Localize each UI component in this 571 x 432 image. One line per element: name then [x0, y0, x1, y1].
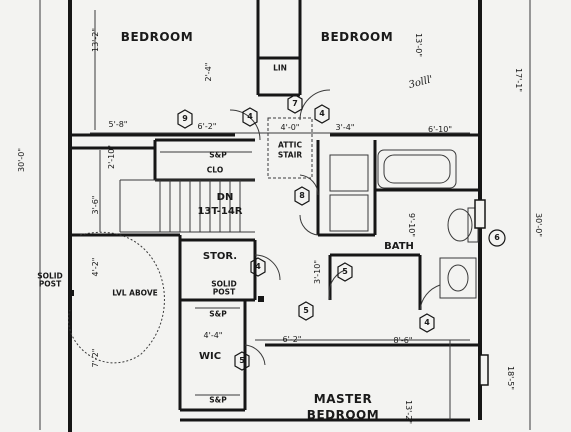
tag-6: 6	[494, 233, 500, 242]
dim-4-2: 4'-2"	[91, 257, 100, 277]
room-label-wic: WIC	[198, 351, 222, 362]
dim-6-10: 6'-10"	[427, 125, 453, 134]
room-label-stor: STOR.	[202, 251, 238, 262]
tag-5-b: 5	[303, 306, 309, 315]
dim-3-4: 3'-4"	[335, 123, 355, 132]
dim-30-0-left: 30'-0"	[17, 147, 26, 173]
tag-5-c: 5	[239, 356, 245, 365]
dim-13-2: 13'-2"	[91, 27, 100, 53]
tag-4-b: 4	[319, 109, 325, 118]
dim-3-10: 3'-10"	[313, 259, 322, 285]
dim-18-5: 18'-5"	[506, 365, 515, 391]
tag-5-d: 4	[424, 318, 430, 327]
shelf-label-wic-top: S&P	[209, 309, 227, 319]
tag-8: 8	[299, 191, 305, 200]
dim-30-0-right: 30'-0"	[534, 212, 543, 238]
dim-13-0: 13'-0"	[414, 32, 423, 58]
room-label-master-line1: MASTER	[313, 392, 373, 406]
room-label-clo: CLO	[206, 165, 224, 175]
window-marks	[474, 199, 489, 386]
room-label-master-line2: BEDROOM	[306, 408, 380, 422]
tag-4-a: 4	[247, 112, 253, 121]
room-label-lin: LIN	[273, 63, 287, 73]
dim-5-8: 5'-8"	[108, 120, 128, 129]
posts	[68, 290, 264, 302]
tag-5-a: 5	[342, 267, 348, 276]
tag-9: 9	[182, 114, 188, 123]
room-label-bedroom-right: BEDROOM	[320, 30, 394, 44]
dim-2-10: 2'-10"	[107, 144, 116, 170]
lvl-above-label: LVL ABOVE	[112, 288, 158, 298]
stair-dn-label: DN	[216, 192, 234, 203]
dim-3-6: 3'-6"	[91, 195, 100, 215]
dim-9-10: 9'-10"	[407, 212, 416, 238]
stair-riser-label: 13T-14R	[197, 206, 243, 217]
tag-4-c: 4	[255, 262, 261, 271]
interior-walls	[70, 0, 480, 412]
outer-walls	[68, 0, 482, 432]
dim-4-4: 4'-4"	[203, 331, 223, 340]
solid-post-label-left: SOLID POST	[37, 271, 63, 288]
dim-6-2-top: 6'-2"	[197, 122, 217, 131]
dim-8-6: 8'-6"	[393, 336, 413, 345]
dim-7-2: 7'-2"	[91, 348, 100, 368]
room-label-attic-stair: STAIR	[277, 150, 303, 160]
tag-hexagons	[177, 94, 506, 371]
shelf-label-wic-bottom: S&P	[209, 395, 227, 405]
tag-7: 7	[292, 99, 298, 108]
shelf-label-upper: S&P	[209, 150, 227, 160]
dim-2-4: 2'-4"	[204, 62, 213, 82]
dim-4-0: 4'-0"	[280, 123, 300, 132]
thin-lines	[39, 0, 531, 430]
dim-13-2-master: 13'-2"	[404, 399, 413, 425]
room-label-attic: ATTIC	[278, 140, 302, 150]
room-label-bath: BATH	[384, 241, 414, 252]
dim-6-2-lower: 6'-2"	[282, 335, 302, 344]
room-label-bedroom-left: BEDROOM	[120, 30, 194, 44]
dim-17-1: 17'-1"	[514, 67, 523, 93]
solid-post-label-center: SOLID POST	[211, 279, 237, 296]
